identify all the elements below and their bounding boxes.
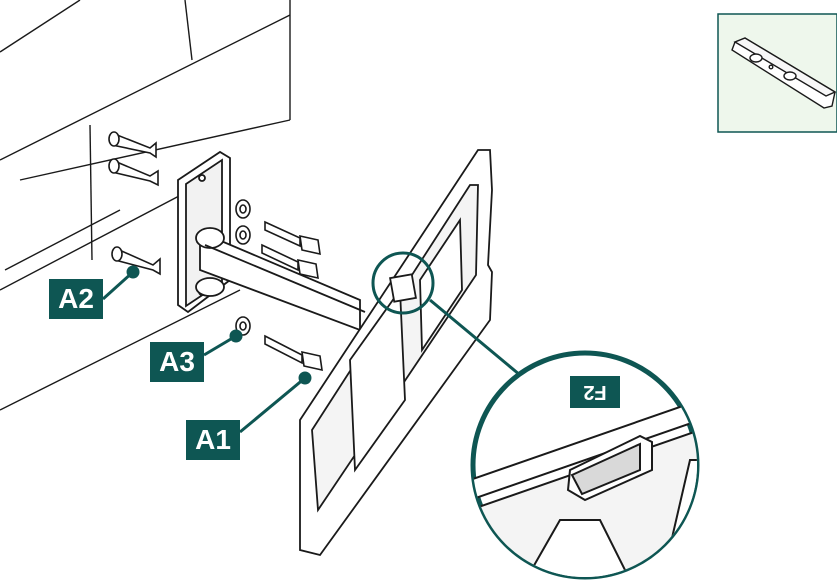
label-a2: A2 (58, 283, 94, 314)
wall-anchor (108, 131, 161, 276)
tv-bracket (299, 149, 493, 557)
washers (235, 199, 251, 336)
label-a1: A1 (195, 424, 231, 455)
label-f2: F2 (583, 381, 607, 404)
a3-tag (150, 342, 204, 382)
lag-bolts (261, 220, 323, 372)
a1-tag (186, 420, 240, 460)
zoom-detail (470, 350, 700, 580)
detail-leader (429, 298, 521, 377)
spirit-level-icon (731, 37, 837, 109)
a2-tag (49, 279, 103, 319)
f2-tag (570, 376, 620, 408)
detail-marker (371, 251, 435, 315)
level-inset (717, 13, 837, 133)
leader-lines (101, 265, 312, 434)
label-a3: A3 (159, 346, 195, 377)
